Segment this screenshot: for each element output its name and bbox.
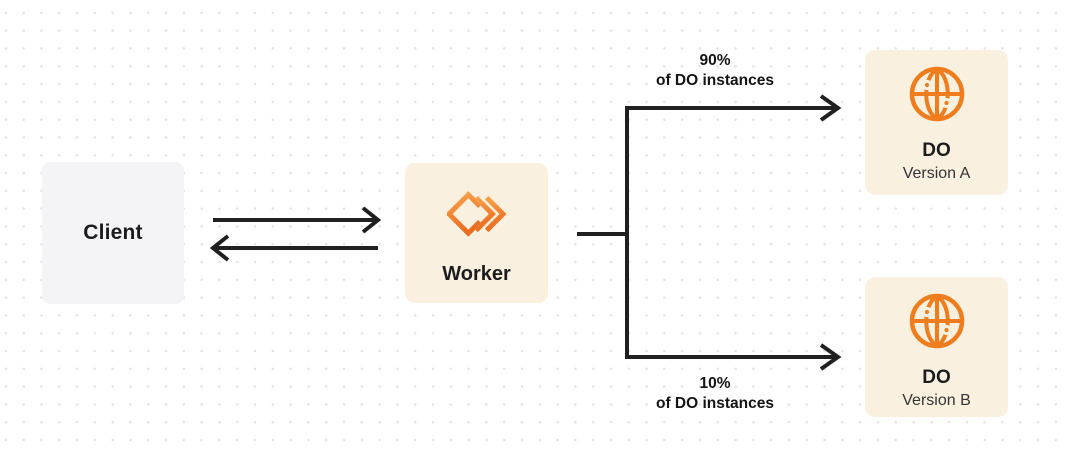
route-a-arrowhead-icon	[819, 94, 842, 122]
do-version-a-subtitle: Version A	[902, 165, 971, 182]
durable-object-globe-icon	[909, 66, 964, 122]
do-version-b-title: DO	[922, 367, 951, 388]
route-a-percent: 90%	[699, 52, 731, 69]
worker-to-client-arrowhead-icon	[209, 234, 230, 262]
do-version-a-title: DO	[922, 140, 951, 161]
client-node: Client	[42, 162, 184, 304]
route-b-label: 10% of DO instances	[600, 374, 830, 414]
do-version-b-node: DO Version B	[865, 277, 1008, 417]
route-a-label: 90% of DO instances	[600, 51, 830, 91]
route-a-caption: of DO instances	[656, 72, 774, 89]
client-node-label: Client	[83, 221, 143, 244]
worker-node-label: Worker	[442, 263, 511, 285]
route-b-percent: 10%	[699, 375, 731, 392]
client-to-worker-arrowhead-icon	[361, 206, 382, 234]
cloudflare-workers-logo-icon	[446, 191, 507, 237]
worker-node: Worker	[405, 163, 548, 303]
route-b-caption: of DO instances	[656, 395, 774, 412]
route-b-arrowhead-icon	[819, 343, 842, 371]
do-version-a-node: DO Version A	[865, 50, 1008, 195]
durable-object-globe-icon	[909, 293, 964, 349]
do-version-b-subtitle: Version B	[902, 392, 971, 409]
